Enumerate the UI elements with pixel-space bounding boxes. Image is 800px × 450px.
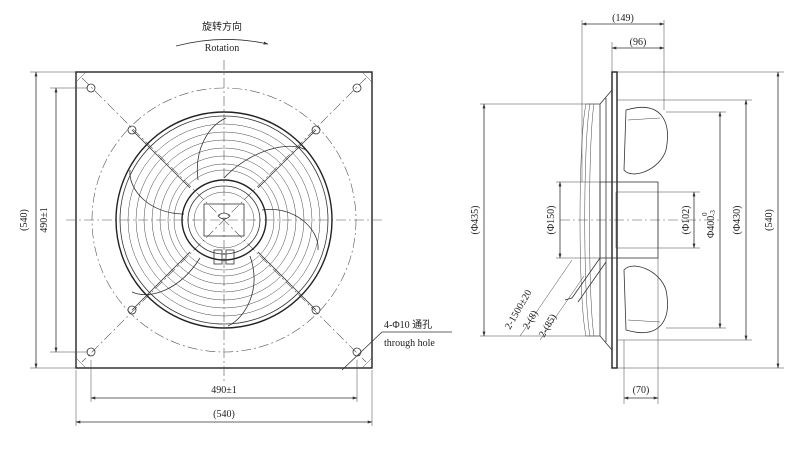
mounting-hole-icon: [86, 347, 96, 357]
cable-gland: [213, 249, 223, 265]
cable-8-label: 2-(8): [521, 309, 541, 332]
cable-dimensions: 2-1500±20 2-(8) 2-(85): [503, 259, 585, 341]
mounting-hole-icon: [352, 347, 362, 357]
dia-400-label: Φ400: [706, 216, 717, 238]
front-view: 旋转方向 Rotation: [19, 20, 452, 426]
arm-bolt-icon: [311, 125, 321, 135]
dia-102-label: (Φ102): [681, 206, 692, 235]
dia-435-label: (Φ435): [470, 206, 481, 235]
arm-bolt-icon: [311, 305, 321, 315]
dia-430-label: (Φ430): [732, 206, 743, 235]
rotation-arrow-icon: [175, 39, 269, 47]
inner-depth-label: (96): [630, 37, 647, 48]
arm-bolt-icon: [127, 305, 137, 315]
dia-400-tol-lower: -3: [709, 210, 717, 216]
plate-corner-bevels: [75, 71, 373, 369]
side-right-dimensions: (Φ102) Φ400 0 -3 (Φ430) (540): [617, 71, 784, 369]
arm-bolt-icon: [127, 125, 137, 135]
hole-width-label: 490±1: [211, 385, 237, 396]
rotation-label-cn: 旋转方向: [202, 20, 242, 33]
side-blades: [623, 107, 668, 333]
side-top-dimensions: (149) (96): [581, 13, 665, 182]
mounting-hole-icon: [86, 83, 96, 93]
side-motor: [582, 181, 659, 259]
side-plate: [611, 71, 618, 369]
diagonal-centerline-2: [81, 77, 367, 363]
fan-blades: [129, 117, 319, 327]
total-depth-label: (149): [612, 13, 634, 24]
dia-150-label: (Φ150): [546, 206, 557, 235]
side-bottom-dimension: (70): [623, 258, 659, 404]
hole-callout: 4-Φ10 通孔 through hole: [341, 319, 452, 371]
motor-hub: [181, 179, 267, 265]
side-cable: [564, 257, 607, 303]
dia-400-tol-upper: 0: [701, 212, 709, 216]
height-540-label: (540): [764, 209, 775, 231]
bolt-circle: [91, 87, 357, 353]
fan-guard: [115, 111, 333, 329]
depth-70-label: (70): [633, 385, 650, 396]
rotation-label-en: Rotation: [205, 43, 239, 54]
hole-spec-en-label: through hole: [384, 338, 435, 349]
hole-height-label: 490±1: [39, 207, 50, 233]
cable-85-label: 2-(85): [537, 312, 559, 339]
hole-spec-label: 4-Φ10 通孔: [384, 319, 432, 331]
outer-width-label: (540): [213, 409, 235, 420]
outer-height-label: (540): [19, 209, 30, 231]
front-horizontal-dimensions: 490±1 (540): [75, 360, 373, 426]
motor-logo-icon: [217, 212, 231, 220]
side-left-dimensions: (Φ435) (Φ150): [470, 103, 600, 337]
support-arms: [127, 125, 321, 315]
cable-gland: [225, 249, 235, 265]
front-vertical-dimensions: (540) 490±1: [19, 71, 88, 369]
side-view: (149) (96) (Φ435) (Φ150) 2-1500±20 2-(8)…: [470, 13, 784, 404]
mounting-hole-icon: [352, 83, 362, 93]
